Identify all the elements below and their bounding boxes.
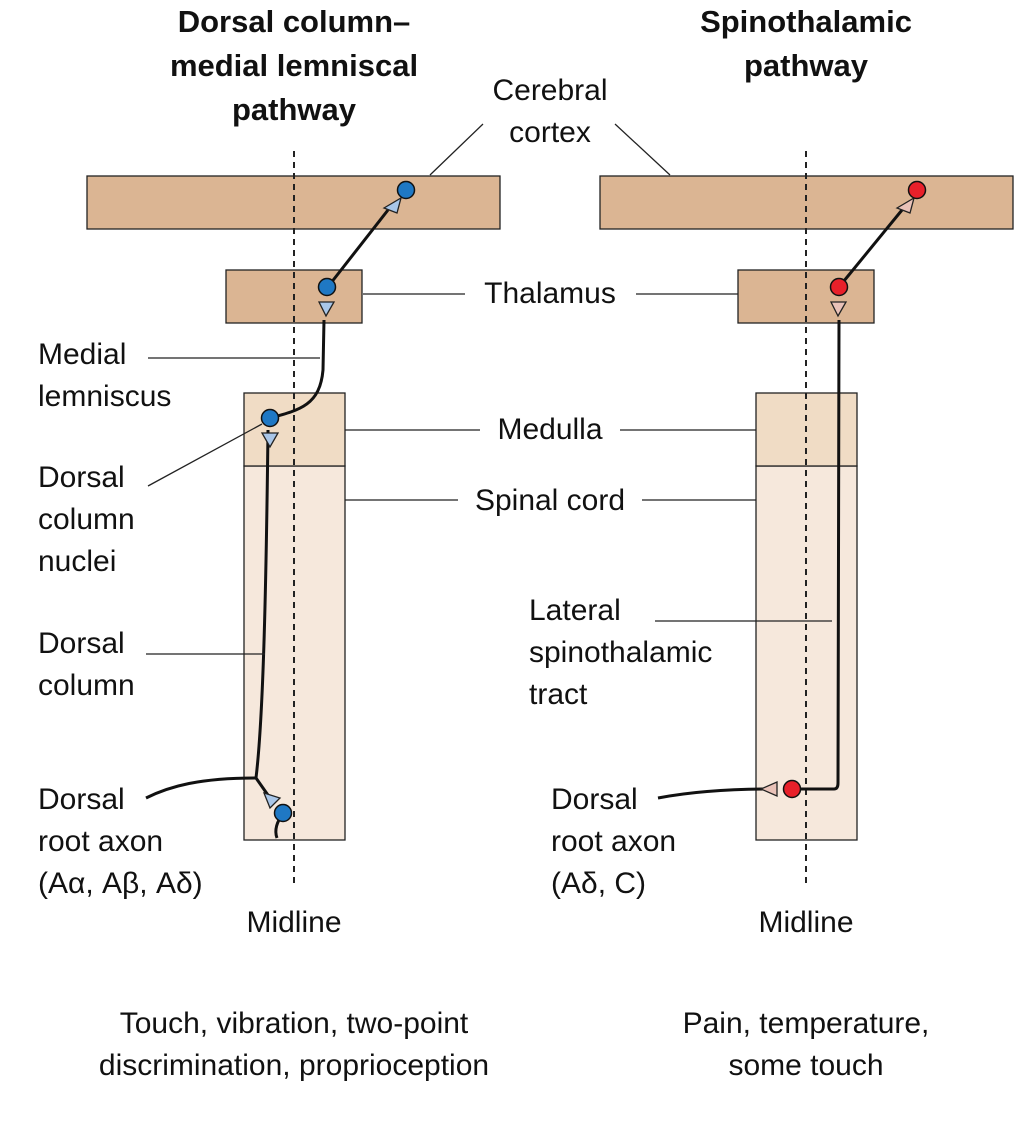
title-dorsal-column-pathway: Dorsal column– medial lemniscal pathway [144,0,444,132]
title-left-line-1: Dorsal column– [177,4,411,39]
thalamus-terminal-right [829,301,848,318]
medial-lemniscus-axon [269,319,326,420]
label-medulla: Medulla [497,413,603,446]
title-right-line-1: Spinothalamic [700,4,912,39]
dorsal-column-axon [254,429,270,779]
caption-left-line-1: Touch, vibration, two-point [119,1007,469,1040]
label-dorsal-root-right-line-1: Dorsal [551,783,638,816]
cortex-neuron-left [396,180,416,200]
label-dorsal-root-left-line-2: root axon [38,825,164,858]
label-lateral-spinothalamic-line-1: Lateral [529,594,621,627]
caption-spinothalamic-functions: Pain, temperature, some touch [606,1003,1006,1087]
caption-right-line-2: some touch [728,1049,884,1082]
label-lateral-spinothalamic-tract: Lateral spinothalamic tract [529,590,712,716]
label-dorsal-root-axon-left: Dorsal root axon (Aα, Aβ, Aδ) [38,779,203,905]
label-dorsal-root-left-line-3: (Aα, Aβ, Aδ) [38,867,203,900]
dorsal-root-ganglion-neuron [273,803,293,823]
label-cerebral-cortex: Cerebral cortex [470,70,630,154]
thalamus-terminal-left [317,301,336,318]
label-spinal-cord: Spinal cord [474,484,626,517]
label-thalamus: Thalamus [484,277,616,310]
dorsal-root-terminal [262,791,282,810]
title-spinothalamic-pathway: Spinothalamic pathway [656,0,956,88]
caption-left-line-2: discrimination, proprioception [98,1049,490,1082]
dorsal-column-nuclei-neuron [260,408,280,428]
thalamus-neuron-left [317,277,337,297]
label-midline-left: Midline [246,906,342,939]
label-dorsal-column-nuclei-line-3: nuclei [38,545,117,578]
title-left-line-3: pathway [231,92,357,127]
label-lateral-spinothalamic-line-3: tract [529,678,588,711]
thalamus-neuron-right [829,277,849,297]
title-left-line-2: medial lemniscal [169,48,419,83]
label-medial-lemniscus: Medial lemniscus [38,334,171,418]
label-lateral-spinothalamic-line-2: spinothalamic [529,636,713,669]
leader-dorsal-column-nuclei [147,423,263,487]
title-right-line-2: pathway [743,48,869,83]
label-medial-lemniscus-line-1: Medial [38,338,127,371]
label-cerebral-cortex-line-2: cortex [509,116,591,149]
label-dorsal-column: Dorsal column [38,623,135,707]
dorsal-root-axon-right [657,787,770,800]
caption-right-line-1: Pain, temperature, [682,1007,930,1040]
label-cerebral-cortex-line-1: Cerebral [492,74,608,107]
thalamocortical-axon-left [325,209,390,289]
dorsal-root-axon-left [145,776,257,800]
label-dorsal-column-nuclei: Dorsal column nuclei [38,457,135,583]
label-dorsal-column-line-1: Dorsal [38,627,125,660]
cortex-terminal-left [382,196,403,214]
caption-dorsal-column-functions: Touch, vibration, two-point discriminati… [44,1003,544,1087]
cortex-terminal-right [895,196,916,214]
dorsal-column-nuclei-terminal [260,432,280,449]
label-dorsal-column-line-2: column [38,669,135,702]
spinal-terminal-right [759,781,778,797]
label-dorsal-column-nuclei-line-1: Dorsal [38,461,125,494]
label-dorsal-column-nuclei-line-2: column [38,503,135,536]
dorsal-horn-neuron [782,779,802,799]
cortex-neuron-right [907,180,927,200]
thalamocortical-axon-right [837,209,904,288]
label-dorsal-root-axon-right: Dorsal root axon (Aδ, C) [551,779,676,905]
label-dorsal-root-right-line-3: (Aδ, C) [551,867,647,900]
label-dorsal-root-left-line-1: Dorsal [38,783,125,816]
lateral-spinothalamic-axon [792,319,841,791]
leader-cortex-left [429,123,484,176]
label-midline-right: Midline [758,906,854,939]
label-medial-lemniscus-line-2: lemniscus [38,380,172,413]
label-dorsal-root-right-line-2: root axon [551,825,677,858]
leader-cortex-right [614,123,671,176]
